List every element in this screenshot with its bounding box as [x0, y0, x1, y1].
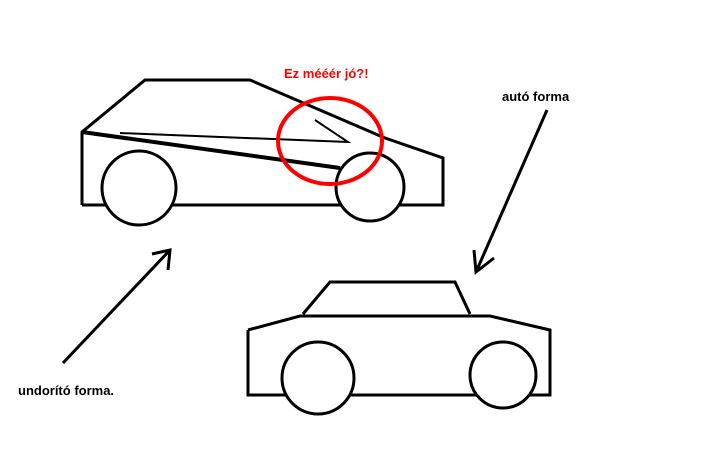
ugly-car-body	[80, 78, 445, 207]
ugly-car-front-wheel	[100, 149, 178, 227]
good-car-body	[246, 314, 552, 397]
red-highlight-circle	[276, 96, 384, 186]
ugly-car-belt-line	[81, 130, 341, 170]
ugly-car-drawing	[80, 78, 445, 227]
arrow-to-good-car	[472, 109, 549, 275]
good-car-drawing	[246, 280, 552, 416]
car-shape-label: autó forma	[502, 89, 570, 104]
question-label: Ez mééér jó?!	[284, 66, 369, 81]
good-car-roof	[301, 280, 472, 315]
good-car-front-wheel	[280, 340, 356, 416]
ugly-car-rear-wheel	[334, 151, 406, 223]
ugly-shape-label: undorító forma.	[18, 383, 115, 398]
ugly-car-inner-lines	[119, 119, 352, 144]
good-car-rear-wheel	[468, 340, 538, 410]
arrow-to-ugly-car	[61, 248, 172, 365]
